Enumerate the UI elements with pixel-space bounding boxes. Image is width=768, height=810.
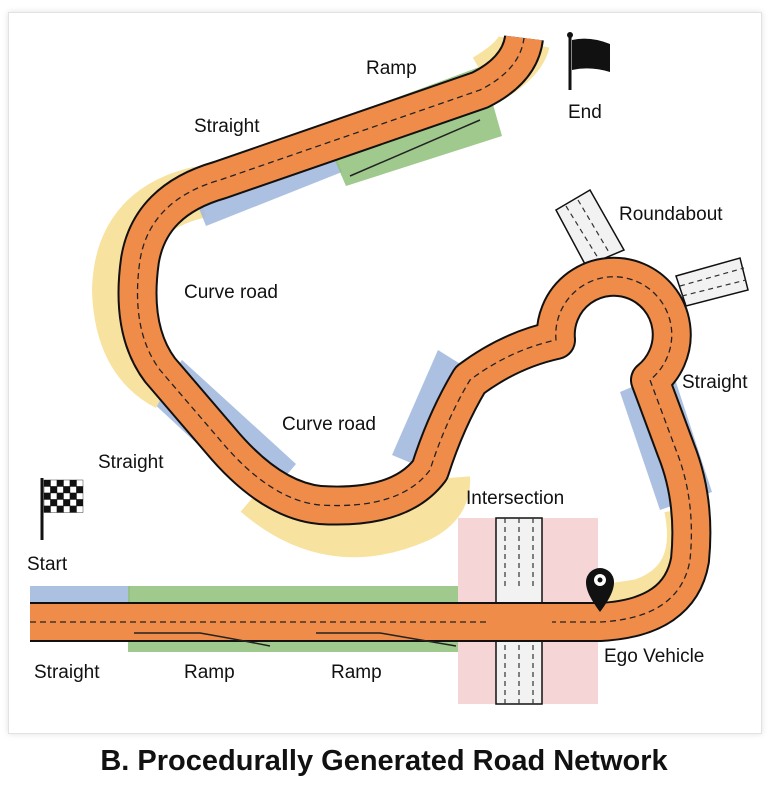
checker-square (56, 505, 64, 513)
label-curve-road-lower: Curve road (282, 414, 376, 435)
label-curve-road-upper: Curve road (184, 282, 278, 303)
figure-caption: B. Procedurally Generated Road Network (100, 745, 668, 777)
checker-square (43, 479, 51, 487)
checker-square (76, 492, 84, 500)
checker-square (50, 492, 58, 500)
label-roundabout: Roundabout (619, 204, 723, 225)
label-straight-right: Straight (682, 372, 748, 393)
checker-square (50, 486, 58, 494)
roundabout-arms (554, 188, 749, 307)
ramp-lines (134, 119, 481, 647)
label-ramp-bottom-2: Ramp (331, 662, 382, 683)
label-end: End (568, 102, 602, 123)
checker-square (50, 499, 58, 507)
label-intersection: Intersection (466, 488, 565, 509)
checker-square (50, 505, 58, 513)
checker-square (69, 499, 77, 507)
checker-square (69, 505, 77, 513)
checker-square (63, 479, 71, 487)
checker-square (69, 492, 77, 500)
label-start: Start (27, 554, 68, 575)
black-flag-icon (567, 32, 610, 90)
checker-square (43, 499, 51, 507)
checker-square (43, 505, 51, 513)
checker-square (76, 486, 84, 494)
label-ramp-bottom-1: Ramp (184, 662, 235, 683)
checker-square (63, 486, 71, 494)
road-network-map (30, 32, 749, 705)
checker-square (56, 486, 64, 494)
checker-square (50, 479, 58, 487)
checker-square (56, 499, 64, 507)
checker-square (63, 505, 71, 513)
checker-square (63, 499, 71, 507)
checker-square (76, 499, 84, 507)
label-straight-top: Straight (194, 116, 260, 137)
ego-route (30, 34, 712, 642)
label-straight-bottom: Straight (34, 662, 100, 683)
location-pin-icon (586, 568, 614, 612)
label-ego-vehicle: Ego Vehicle (604, 646, 705, 667)
label-straight-left: Straight (98, 452, 164, 473)
checker-square (43, 492, 51, 500)
checker-square (63, 492, 71, 500)
checker-square (76, 505, 84, 513)
checker-square (76, 479, 84, 487)
label-ramp-top: Ramp (366, 58, 417, 79)
checker-square (43, 486, 51, 494)
checker-square (56, 492, 64, 500)
checker-square (56, 479, 64, 487)
checker-square (69, 486, 77, 494)
checker-square (69, 479, 77, 487)
checkered-flag-icon (40, 478, 84, 540)
curve-zone-lower (240, 476, 471, 558)
